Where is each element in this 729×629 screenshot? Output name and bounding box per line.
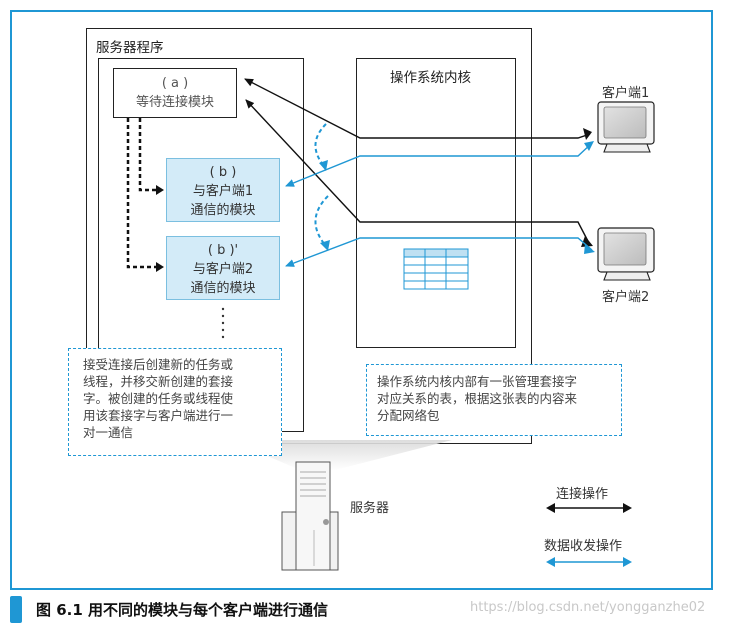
legend-data-label: 数据收发操作 [544,539,623,554]
client2-label: 客户端2 [602,290,650,305]
caption-accent-tab [10,596,22,623]
note-right-line: 对应关系的表，根据这张表的内容来 [377,391,578,406]
client1-computer-icon [597,101,655,153]
kernel-dispatch-1 [314,123,327,167]
module-b: ( b ) 与客户端1 通信的模块 [166,158,280,222]
module-b-label-2: 通信的模块 [190,203,256,218]
server-program-title: 服务器程序 [96,40,164,56]
module-b-id: ( b ) [209,165,237,180]
note-left-line: 对一通信 [83,425,134,440]
client1-label: 客户端1 [602,86,650,101]
note-left-line: 用该套接字与客户端进行一 [83,408,234,423]
watermark: https://blog.csdn.net/yongganzhe02 [470,600,706,615]
spawn-connector-b [138,118,160,192]
note-right-line: 分配网络包 [377,408,440,423]
kernel-title: 操作系统内核 [390,70,471,86]
spawn-connector-b-prime [126,118,160,269]
module-b-label-1: 与客户端1 [192,184,254,199]
note-left-line: 字。被创建的任务或线程使 [83,391,234,406]
legend-connect-arrow [546,503,632,513]
server-machine-icon [281,461,339,571]
module-b-prime-id: ( b )' [207,243,239,258]
server-machine-label: 服务器 [350,501,390,516]
more-modules-dots [221,307,225,339]
note-right: 操作系统内核内部有一张管理套接字 对应关系的表，根据这张表的内容来 分配网络包 [366,364,622,436]
module-b-prime: ( b )' 与客户端2 通信的模块 [166,236,280,300]
module-a-label: 等待连接模块 [135,95,214,110]
data-arrow-client1 [285,142,593,187]
connect-arrow-client2 [245,99,591,246]
kernel-dispatch-2 [314,195,329,247]
note-left-line: 线程，并移交新创建的套接 [83,374,234,389]
socket-table [403,248,469,290]
client2-computer-icon [597,227,655,281]
figure-caption: 图 6.1 用不同的模块与每个客户端进行通信 [10,596,713,623]
legend-data-arrow [546,557,632,567]
note-left: 接受连接后创建新的任务或 线程，并移交新创建的套接 字。被创建的任务或线程使 用… [68,348,282,456]
module-a-id: ( a ) [161,76,189,91]
note-right-line: 操作系统内核内部有一张管理套接字 [377,374,578,389]
module-b-prime-label-2: 通信的模块 [190,281,256,296]
note-left-line: 接受连接后创建新的任务或 [83,357,234,372]
connect-arrow-client1 [244,78,591,139]
server-beam [230,440,452,470]
kernel-box [356,58,516,348]
caption-text: 图 6.1 用不同的模块与每个客户端进行通信 [36,601,329,619]
module-a: ( a ) 等待连接模块 [113,68,237,118]
module-b-prime-label-1: 与客户端2 [192,262,254,277]
legend-connect-label: 连接操作 [556,487,609,502]
